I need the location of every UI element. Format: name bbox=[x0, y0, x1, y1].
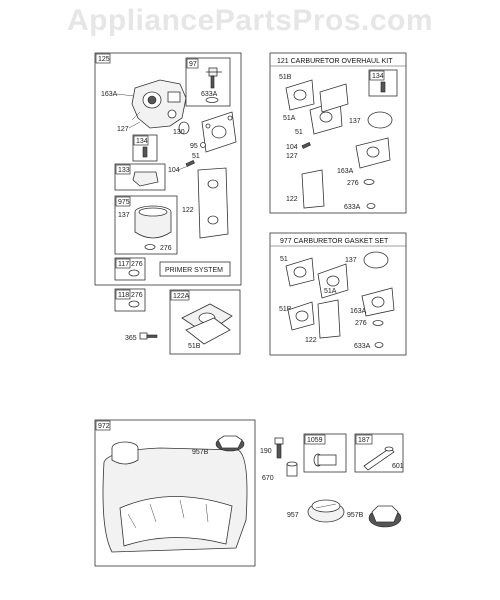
label-51B-977: 51B bbox=[279, 306, 292, 313]
tag-118: 118 bbox=[118, 292, 129, 299]
fuel-cap-957B-icon[interactable] bbox=[368, 505, 402, 528]
label-51B-121: 51B bbox=[279, 74, 292, 81]
label-137-977: 137 bbox=[345, 257, 357, 264]
tag-97: 97 bbox=[189, 61, 197, 68]
o-ring-137-icon[interactable] bbox=[367, 111, 393, 129]
box-187: 187 601 bbox=[354, 433, 404, 473]
fuel-cap-957-icon[interactable] bbox=[307, 499, 345, 523]
box-125-carburetor: 125 163A 127 97 633A bbox=[94, 52, 242, 286]
label-633A: 633A bbox=[201, 91, 218, 98]
watermark-text: AppliancePartsPros.com bbox=[66, 4, 434, 37]
box-97: 97 633A bbox=[185, 57, 231, 107]
tag-975: 975 bbox=[118, 199, 130, 206]
label-51-977: 51 bbox=[280, 256, 288, 263]
label-95: 95 bbox=[190, 143, 198, 150]
o-ring-977-icon[interactable] bbox=[363, 251, 389, 269]
label-51: 51 bbox=[192, 153, 200, 160]
label-957B-2: 957B bbox=[347, 512, 364, 519]
label-104: 104 bbox=[168, 167, 180, 174]
float-icon[interactable] bbox=[132, 171, 159, 187]
label-122: 122 bbox=[182, 207, 194, 214]
label-163A: 163A bbox=[101, 91, 118, 98]
label-276-977: 276 bbox=[355, 320, 367, 327]
fuel-filter-icon[interactable] bbox=[363, 446, 395, 471]
label-163A-977: 163A bbox=[350, 308, 367, 315]
label-130: 130 bbox=[173, 129, 185, 136]
label-276-c: 276 bbox=[131, 292, 143, 299]
label-137-121: 137 bbox=[349, 118, 361, 125]
float-bowl-icon[interactable] bbox=[134, 205, 172, 239]
box-133: 133 bbox=[114, 163, 166, 191]
label-104-121: 104 bbox=[286, 144, 298, 151]
label-51-121: 51 bbox=[295, 129, 303, 136]
bolt-icon[interactable] bbox=[139, 332, 158, 340]
box-977-gasket-set: 977 CARBURETOR GASKET SET 51 137 51A 51B… bbox=[269, 232, 407, 356]
insulator-gasket-icon[interactable] bbox=[197, 167, 229, 239]
fuel-cap-icon[interactable] bbox=[215, 435, 245, 452]
box-975: 975 137 276 bbox=[114, 195, 178, 255]
pin-icon[interactable] bbox=[185, 160, 195, 167]
gasket-icon[interactable] bbox=[201, 111, 237, 153]
box-134: 134 bbox=[132, 134, 158, 162]
primer-system-label: PRIMER SYSTEM bbox=[165, 267, 223, 274]
tag-972: 972 bbox=[98, 423, 110, 430]
tag-134: 134 bbox=[136, 138, 148, 145]
tag-117: 117 bbox=[118, 261, 129, 268]
screw-icon[interactable] bbox=[142, 146, 148, 158]
label-957: 957 bbox=[287, 512, 299, 519]
label-127-121: 127 bbox=[286, 153, 298, 160]
choke-lever-icon[interactable] bbox=[206, 67, 222, 89]
label-601: 601 bbox=[392, 463, 404, 470]
label-137: 137 bbox=[118, 212, 130, 219]
gasket-122-icon[interactable] bbox=[301, 169, 325, 209]
primer-system-label-box bbox=[159, 261, 231, 277]
label-670: 670 bbox=[262, 475, 274, 482]
label-957B: 957B bbox=[192, 449, 209, 456]
label-122-121: 122 bbox=[286, 196, 298, 203]
title-121: 121 CARBURETOR OVERHAUL KIT bbox=[277, 58, 393, 65]
box-972-fuel-tank: 972 957B bbox=[94, 419, 256, 567]
fuel-tank-icon[interactable] bbox=[102, 441, 248, 553]
box-118: 118 276 bbox=[114, 288, 146, 312]
label-633A-121: 633A bbox=[344, 204, 361, 211]
tag-187: 187 bbox=[358, 437, 370, 444]
tag-1059: 1059 bbox=[307, 437, 323, 444]
box-117: 117 276 bbox=[114, 257, 146, 281]
tag-134-121: 134 bbox=[372, 73, 384, 80]
title-977: 977 CARBURETOR GASKET SET bbox=[280, 238, 389, 245]
label-276-121: 276 bbox=[347, 180, 359, 187]
label-51A-121: 51A bbox=[283, 115, 296, 122]
gasket-122-977-icon[interactable] bbox=[317, 299, 341, 339]
label-163A-121: 163A bbox=[337, 168, 354, 175]
label-51B: 51B bbox=[188, 343, 201, 350]
tag-125: 125 bbox=[98, 56, 110, 63]
label-127: 127 bbox=[117, 126, 129, 133]
tag-122A: 122A bbox=[173, 293, 190, 300]
box-121-overhaul-kit: 121 CARBURETOR OVERHAUL KIT 51B 51A 51 1… bbox=[269, 52, 407, 214]
bolt-190-icon[interactable] bbox=[274, 437, 284, 459]
label-122-977: 122 bbox=[305, 337, 317, 344]
tag-133: 133 bbox=[118, 167, 130, 174]
label-365: 365 bbox=[125, 335, 137, 342]
label-51A-977: 51A bbox=[324, 288, 337, 295]
fuel-line-clamp-icon[interactable] bbox=[313, 453, 337, 467]
label-276: 276 bbox=[160, 245, 172, 252]
label-190: 190 bbox=[260, 448, 272, 455]
spacer-gasket-icon[interactable] bbox=[181, 303, 233, 345]
carburetor-icon[interactable] bbox=[131, 79, 187, 129]
label-276-b: 276 bbox=[131, 261, 143, 268]
spacer-670-icon[interactable] bbox=[286, 461, 298, 477]
box-1059: 1059 bbox=[303, 433, 347, 473]
label-633A-977: 633A bbox=[354, 343, 371, 350]
box-122A: 122A 51B bbox=[169, 289, 241, 355]
o-ring-icon[interactable] bbox=[178, 121, 190, 135]
